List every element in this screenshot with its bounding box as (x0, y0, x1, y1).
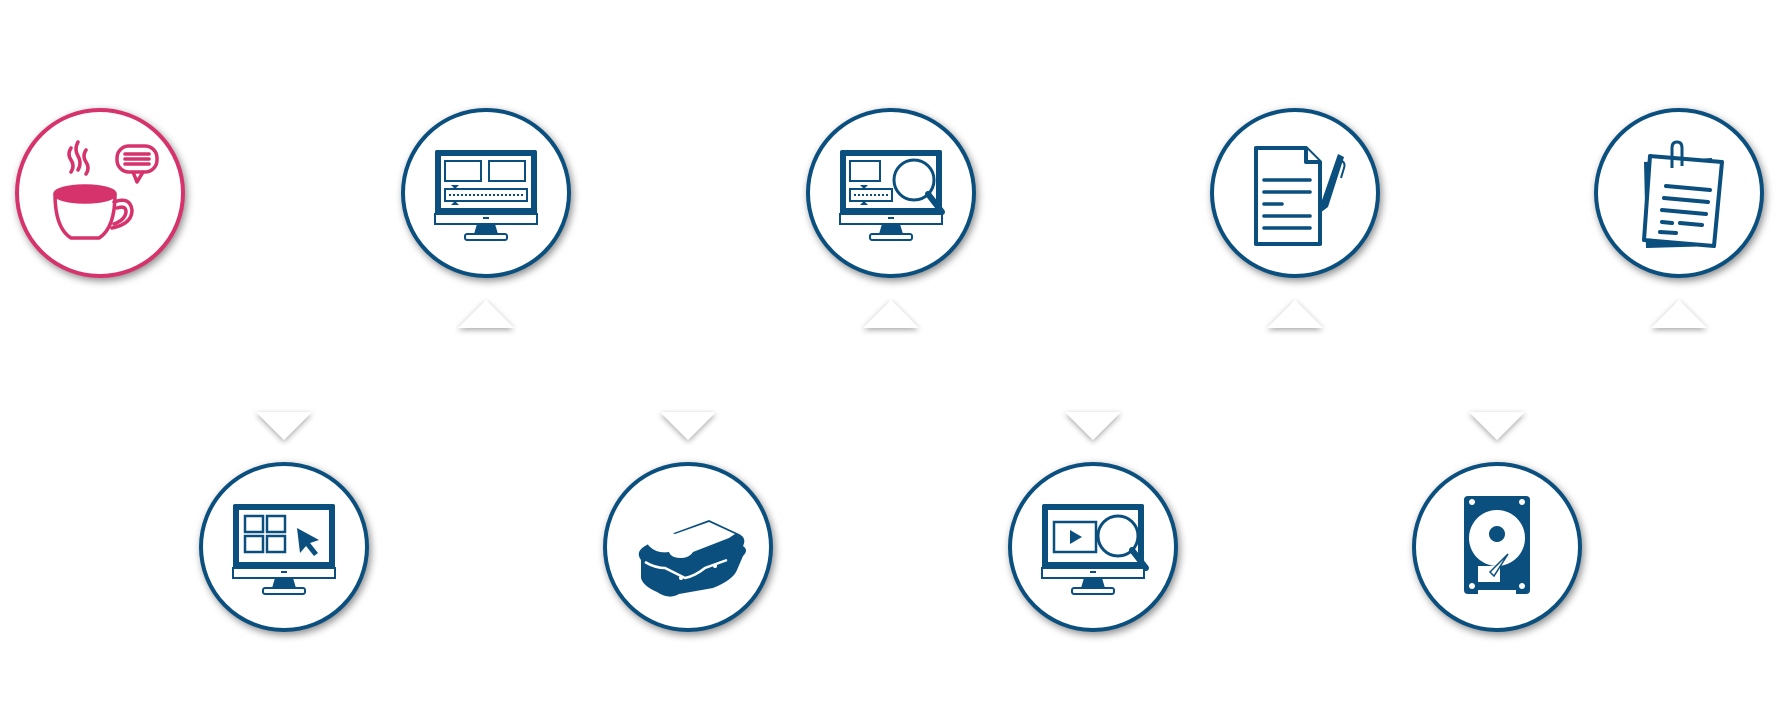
arrow-up-to-paperwork (1649, 300, 1709, 330)
arrow-down-to-lunch-break (658, 410, 718, 440)
arrow-down-to-video-search (1063, 410, 1123, 440)
monitor-timeline-magnifier-icon (839, 150, 945, 241)
hard-drive-icon (1464, 496, 1530, 594)
step-paperwork (1594, 108, 1764, 278)
arrow-down-icon (1065, 412, 1121, 440)
arrow-up-to-video-editing (456, 300, 516, 330)
clipped-documents-icon (1642, 140, 1724, 248)
sandwich-icon (638, 520, 746, 597)
arrow-down-to-layout-design (254, 410, 314, 440)
arrow-up-to-video-review (861, 300, 921, 330)
step-video-review (806, 108, 976, 278)
step-data-storage (1412, 462, 1582, 632)
monitor-grid-cursor-icon (232, 504, 336, 595)
arrow-up-icon (458, 300, 514, 328)
step-lunch-break (603, 462, 773, 632)
monitor-play-magnifier-icon (1041, 504, 1149, 595)
arrow-up-icon (1651, 300, 1707, 328)
arrow-up-icon (1267, 300, 1323, 328)
coffee-cup-speech-bubble-icon (53, 140, 159, 240)
arrow-down-icon (1469, 412, 1525, 440)
monitor-video-timeline-icon (434, 150, 538, 241)
step-layout-design (199, 462, 369, 632)
arrow-down-to-data-storage (1467, 410, 1527, 440)
step-coffee-chat (15, 108, 185, 278)
step-video-search (1008, 462, 1178, 632)
arrow-up-to-document-writing (1265, 300, 1325, 330)
arrow-up-icon (863, 300, 919, 328)
arrow-down-icon (660, 412, 716, 440)
document-pen-icon (1254, 146, 1346, 246)
step-document-writing (1210, 108, 1380, 278)
step-video-editing (401, 108, 571, 278)
arrow-down-icon (256, 412, 312, 440)
